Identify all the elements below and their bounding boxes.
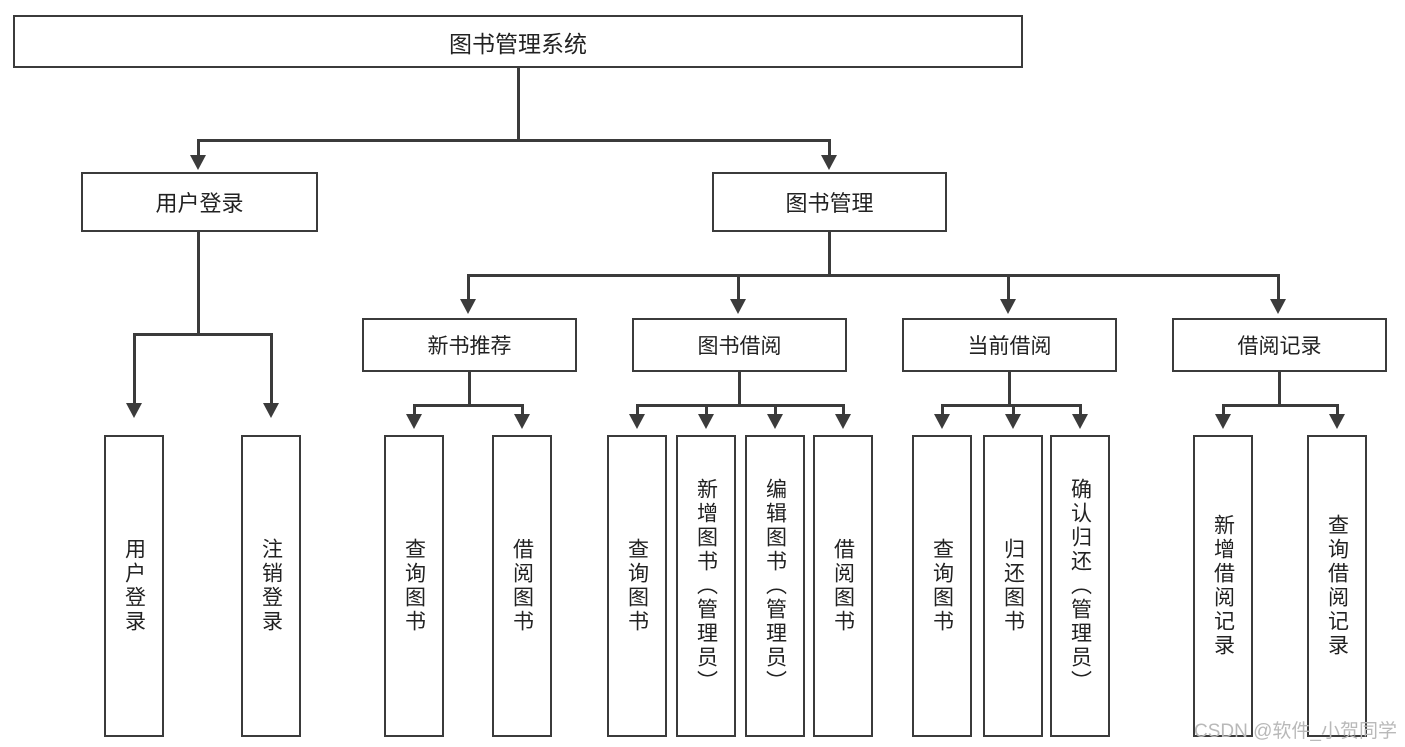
arrowhead-bm-to-borrow-record [1270, 299, 1286, 314]
node-label: 图书管理 [785, 191, 874, 216]
arrowhead-bb-to-leaf-4 [835, 414, 851, 429]
arrowhead-root-to-user-login [190, 155, 206, 170]
arrowhead-bm-to-current-borrow [1000, 299, 1016, 314]
leaf-node-search-borrow-record[interactable]: 查询借阅记录 [1307, 435, 1367, 737]
connector-user-login-to-leaf-2 [270, 333, 273, 405]
connector-current-borrow-stem [1008, 372, 1011, 406]
arrowhead-cb-to-leaf-3 [1072, 414, 1088, 429]
node-user-login[interactable]: 用户登录 [81, 172, 318, 232]
connector-book-management-stem [828, 232, 831, 276]
connector-bm-to-current-borrow [1007, 274, 1010, 301]
connector-borrow-record-stem [1278, 372, 1281, 406]
leaf-label: 查询图书 [625, 538, 649, 634]
arrowhead-bm-to-new-book-recommend [460, 299, 476, 314]
node-label: 图书管理系统 [449, 30, 587, 57]
node-label: 图书借阅 [697, 335, 782, 358]
arrowhead-bb-to-leaf-1 [629, 414, 645, 429]
connector-root-to-book-management [828, 139, 831, 157]
connector-nbr-to-leaf-1 [413, 404, 416, 416]
arrowhead-cb-to-leaf-1 [934, 414, 950, 429]
arrowhead-user-login-to-leaf-1 [126, 403, 142, 418]
connector-bm-to-book-borrow [737, 274, 740, 301]
arrowhead-cb-to-leaf-2 [1005, 414, 1021, 429]
connector-bm-to-new-book-recommend [467, 274, 470, 301]
connector-user-login-to-leaf-1 [133, 333, 136, 405]
node-label: 借阅记录 [1237, 335, 1322, 358]
connector-cb-to-leaf-1 [941, 404, 944, 416]
arrowhead-bb-to-leaf-3 [767, 414, 783, 429]
connector-root-to-user-login [197, 139, 200, 157]
csdn-watermark: CSDN @软件_小贺同学 [1194, 721, 1397, 742]
connector-bb-to-leaf-4 [842, 404, 845, 416]
connector-root-stem [517, 68, 520, 141]
arrowhead-nbr-to-leaf-2 [514, 414, 530, 429]
connector-nbr-to-leaf-2 [521, 404, 524, 416]
node-book-borrow[interactable]: 图书借阅 [632, 318, 847, 372]
node-label: 当前借阅 [967, 335, 1052, 358]
leaf-node-search-books-borrow[interactable]: 查询图书 [607, 435, 667, 737]
leaf-node-confirm-return-admin[interactable]: 确认归还（管理员） [1050, 435, 1110, 737]
leaf-node-logout[interactable]: 注销登录 [241, 435, 301, 737]
leaf-node-edit-book-admin[interactable]: 编辑图书（管理员） [745, 435, 805, 737]
connector-br-to-leaf-1 [1222, 404, 1225, 416]
node-current-borrow[interactable]: 当前借阅 [902, 318, 1117, 372]
leaf-label: 借阅图书 [831, 538, 855, 634]
connector-bb-to-leaf-1 [636, 404, 639, 416]
connector-root-bus [197, 139, 830, 142]
connector-user-login-stem [197, 232, 200, 335]
leaf-label: 编辑图书（管理员） [763, 478, 787, 694]
leaf-label: 确认归还（管理员） [1068, 478, 1092, 694]
arrowhead-br-to-leaf-2 [1329, 414, 1345, 429]
connector-cb-to-leaf-2 [1012, 404, 1015, 416]
leaf-node-search-books-recommend[interactable]: 查询图书 [384, 435, 444, 737]
leaf-node-borrow-books[interactable]: 借阅图书 [813, 435, 873, 737]
leaf-node-search-books-current[interactable]: 查询图书 [912, 435, 972, 737]
arrowhead-bm-to-book-borrow [730, 299, 746, 314]
leaf-label: 归还图书 [1001, 538, 1025, 634]
connector-br-to-leaf-2 [1336, 404, 1339, 416]
connector-new-book-recommend-bus [413, 404, 523, 407]
connector-bb-to-leaf-3 [774, 404, 777, 416]
connector-book-management-bus [467, 274, 1277, 277]
leaf-label: 新增借阅记录 [1211, 514, 1235, 658]
connector-borrow-record-bus [1222, 404, 1338, 407]
connector-book-borrow-bus [636, 404, 844, 407]
leaf-node-user-login[interactable]: 用户登录 [104, 435, 164, 737]
connector-user-login-bus [133, 333, 272, 336]
leaf-label: 用户登录 [122, 538, 146, 634]
leaf-node-return-books[interactable]: 归还图书 [983, 435, 1043, 737]
arrowhead-root-to-book-management [821, 155, 837, 170]
connector-book-borrow-stem [738, 372, 741, 406]
leaf-label: 新增图书（管理员） [694, 478, 718, 694]
connector-bm-to-borrow-record [1277, 274, 1280, 301]
connector-bb-to-leaf-2 [705, 404, 708, 416]
arrowhead-br-to-leaf-1 [1215, 414, 1231, 429]
node-root-book-management-system[interactable]: 图书管理系统 [13, 15, 1023, 68]
node-borrow-record[interactable]: 借阅记录 [1172, 318, 1387, 372]
leaf-label: 查询图书 [402, 538, 426, 634]
leaf-label: 注销登录 [259, 538, 283, 634]
connector-cb-to-leaf-3 [1079, 404, 1082, 416]
arrowhead-nbr-to-leaf-1 [406, 414, 422, 429]
connector-current-borrow-bus [941, 404, 1081, 407]
leaf-node-add-book-admin[interactable]: 新增图书（管理员） [676, 435, 736, 737]
leaf-label: 查询图书 [930, 538, 954, 634]
arrowhead-user-login-to-leaf-2 [263, 403, 279, 418]
node-new-book-recommend[interactable]: 新书推荐 [362, 318, 577, 372]
leaf-node-add-borrow-record[interactable]: 新增借阅记录 [1193, 435, 1253, 737]
leaf-node-borrow-books-recommend[interactable]: 借阅图书 [492, 435, 552, 737]
node-label: 新书推荐 [427, 335, 512, 358]
leaf-label: 查询借阅记录 [1325, 514, 1349, 658]
arrowhead-bb-to-leaf-2 [698, 414, 714, 429]
node-book-management[interactable]: 图书管理 [712, 172, 947, 232]
leaf-label: 借阅图书 [510, 538, 534, 634]
connector-new-book-recommend-stem [468, 372, 471, 406]
node-label: 用户登录 [155, 191, 244, 216]
